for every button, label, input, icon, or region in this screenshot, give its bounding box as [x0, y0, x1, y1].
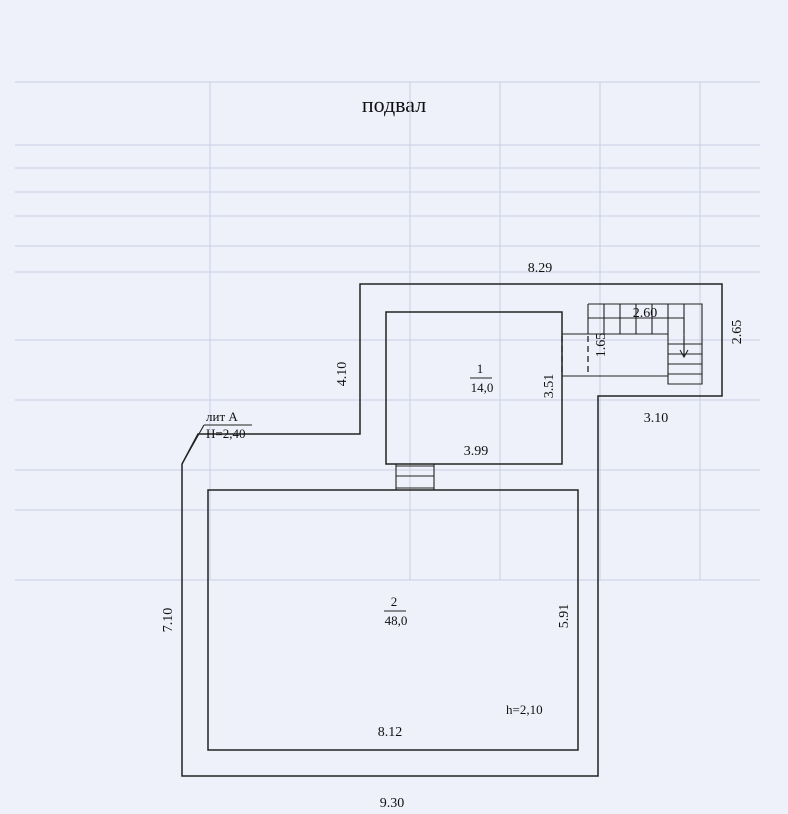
room-2-area: 48,0: [385, 613, 408, 628]
dimension-room1-right: 3.51: [542, 374, 557, 399]
dimension-stair-width: 2.60: [633, 306, 658, 321]
dimension-room2-bottom: 8.12: [378, 725, 403, 740]
room-height-label: h=2,10: [506, 702, 543, 717]
background-table-lines: [15, 81, 760, 581]
dimension-room2-right: 5.91: [557, 604, 572, 629]
room-1-number: 1: [477, 361, 484, 376]
room-2-number: 2: [391, 594, 398, 609]
room-1-outline: [385, 311, 563, 465]
room-1-label: 1 14,0: [470, 361, 493, 395]
dimension-stair-height: 1.65: [594, 333, 609, 358]
litera-name: лит А: [206, 409, 238, 424]
room-2-outline: [207, 489, 579, 751]
dimension-top: 8.29: [528, 261, 553, 276]
dimension-right-step: 3.10: [644, 411, 669, 426]
doorway-room1-room2: [395, 464, 435, 490]
dimension-room1-bottom: 3.99: [464, 444, 489, 459]
stair-direction-arrow-icon: [679, 336, 689, 359]
dimension-bottom: 9.30: [380, 796, 405, 811]
dimension-left: 7.10: [161, 608, 176, 633]
room-2-label: 2 48,0: [384, 594, 407, 628]
dimension-upper-left: 4.10: [335, 362, 350, 387]
page-title: подвал: [361, 92, 427, 117]
outer-wall: [181, 283, 723, 777]
dimension-right-top: 2.65: [730, 320, 745, 345]
litera-height: H=2,40: [206, 426, 245, 441]
litera-leader-line: [181, 424, 205, 465]
room-1-area: 14,0: [471, 380, 494, 395]
